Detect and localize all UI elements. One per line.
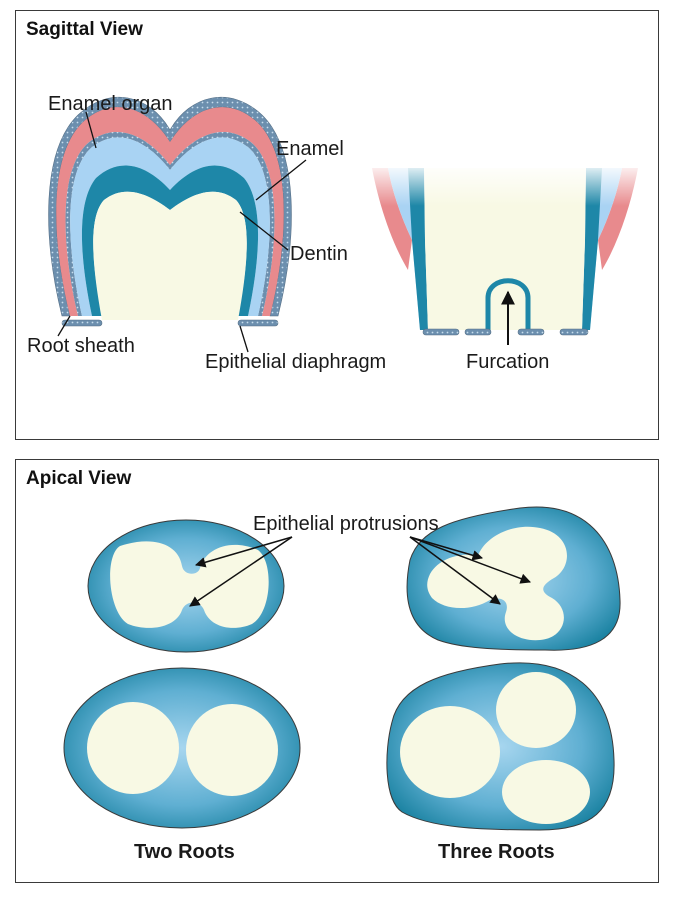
label-enamel-organ: Enamel organ: [48, 93, 173, 115]
two-roots-developing: [87, 519, 285, 653]
sagittal-view-title: Sagittal View: [26, 19, 143, 40]
protrusion-arrow-1: [194, 536, 293, 568]
furcation-arch: [485, 278, 531, 330]
two-roots-completed-pulp-right: [186, 704, 278, 796]
apical-view-title: Apical View: [26, 468, 132, 489]
two-roots-completed-pulp-left: [87, 702, 179, 794]
furcation-sagittal: [366, 166, 644, 345]
dentin-leader: [239, 211, 289, 251]
furcation-pulp: [424, 168, 586, 330]
dental-pulp: [93, 191, 247, 320]
label-three-roots: Three Roots: [438, 841, 555, 863]
three-roots-completed-pulp-bottom: [502, 760, 590, 824]
enamel-region: [70, 137, 270, 316]
furcation-diaphragm-2: [464, 328, 492, 336]
three-roots-developing: [406, 506, 621, 651]
label-epithelial-diaphragm: Epithelial diaphragm: [205, 351, 386, 373]
three-roots-completed-pulp-left: [400, 706, 500, 798]
developing-tooth-sagittal: [48, 96, 292, 327]
protrusion-arrow-5: [409, 536, 501, 605]
two-roots-completed: [63, 667, 301, 829]
enamel-leader: [255, 159, 307, 201]
three-roots-developing-pulp: [427, 526, 567, 641]
protrusion-arrow-2: [189, 536, 293, 607]
label-enamel: Enamel: [276, 138, 344, 160]
epithelial-diaphragm-right: [237, 319, 279, 327]
inner-enamel-epithelium: [65, 131, 275, 316]
root-sheath-leader: [57, 315, 71, 337]
furcation-dentin-right: [582, 168, 602, 330]
furcation-diaphragm-1: [422, 328, 460, 336]
label-dentin: Dentin: [290, 243, 348, 265]
furcation-diaphragm-3: [517, 328, 545, 336]
furcation-top-fade: [366, 166, 644, 206]
epithelial-diaphragm-left: [61, 319, 103, 327]
furcation-dentin-left: [408, 168, 428, 330]
protrusion-arrow-4: [409, 536, 531, 584]
three-roots-completed-pulp-top: [496, 672, 576, 748]
furcation-diaphragm-4: [559, 328, 589, 336]
label-root-sheath: Root sheath: [27, 335, 135, 357]
two-roots-developing-pulp: [110, 541, 269, 628]
enamel-organ-leader: [85, 111, 97, 149]
label-furcation: Furcation: [466, 351, 549, 373]
dentin-region: [81, 165, 259, 316]
three-roots-completed: [386, 662, 615, 831]
epithelial-diaphragm-leader: [239, 325, 249, 353]
enamel-organ-region: [56, 107, 284, 316]
label-epithelial-protrusions: Epithelial protrusions: [253, 513, 439, 535]
protrusion-arrow-3: [409, 536, 484, 561]
label-two-roots: Two Roots: [134, 841, 235, 863]
